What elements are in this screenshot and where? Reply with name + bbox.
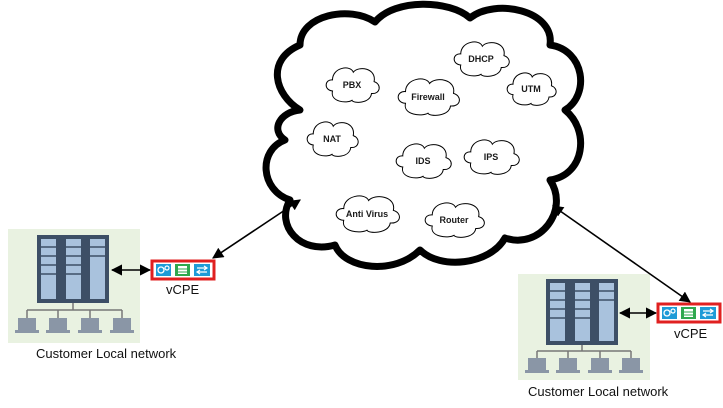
left-vcpe-to-cloud-arrow: [212, 199, 301, 259]
service-label-pbx: PBX: [342, 80, 362, 90]
right-server-rack-icon: [546, 279, 618, 345]
service-cloud-ids: [395, 143, 452, 179]
service-label-ids: IDS: [415, 156, 431, 166]
left-server-rack-icon: [37, 235, 109, 303]
left-vcpe-label: vCPE: [166, 282, 200, 297]
left-vcpe-device: [150, 259, 216, 281]
service-label-nat: NAT: [323, 134, 341, 144]
right-laptop-icons: [525, 358, 643, 373]
left-lan-lines: [26, 303, 123, 318]
right-network-label: Customer Local network: [528, 384, 669, 399]
cloud-to-right-vcpe-arrow: [552, 205, 691, 303]
right-vcpe-device: [656, 302, 722, 324]
service-cloud-utm: [506, 72, 557, 106]
connection-arrows: [110, 199, 691, 319]
left-laptop-icons: [15, 318, 134, 333]
service-cloud-pbx: [325, 67, 380, 103]
service-label-utm: UTM: [521, 84, 541, 94]
right-network-panel: [518, 274, 650, 380]
service-cloud-firewall: [397, 78, 460, 116]
service-cloud-ips: [463, 139, 520, 175]
service-label-antivirus: Anti Virus: [345, 209, 389, 219]
service-cloud-antivirus: [335, 195, 400, 233]
service-label-dhcp: DHCP: [468, 54, 494, 64]
service-cloud-nat: [306, 121, 359, 157]
right-lan-lines: [536, 345, 632, 358]
service-label-ips: IPS: [483, 152, 499, 162]
service-label-router: Router: [439, 215, 469, 225]
service-cloud-dhcp: [453, 41, 510, 77]
service-label-firewall: Firewall: [411, 92, 445, 102]
left-network-label: Customer Local network: [36, 346, 177, 361]
right-vcpe-label: vCPE: [674, 326, 708, 341]
service-cloud-router: [424, 202, 485, 238]
left-network-panel: [8, 229, 140, 343]
